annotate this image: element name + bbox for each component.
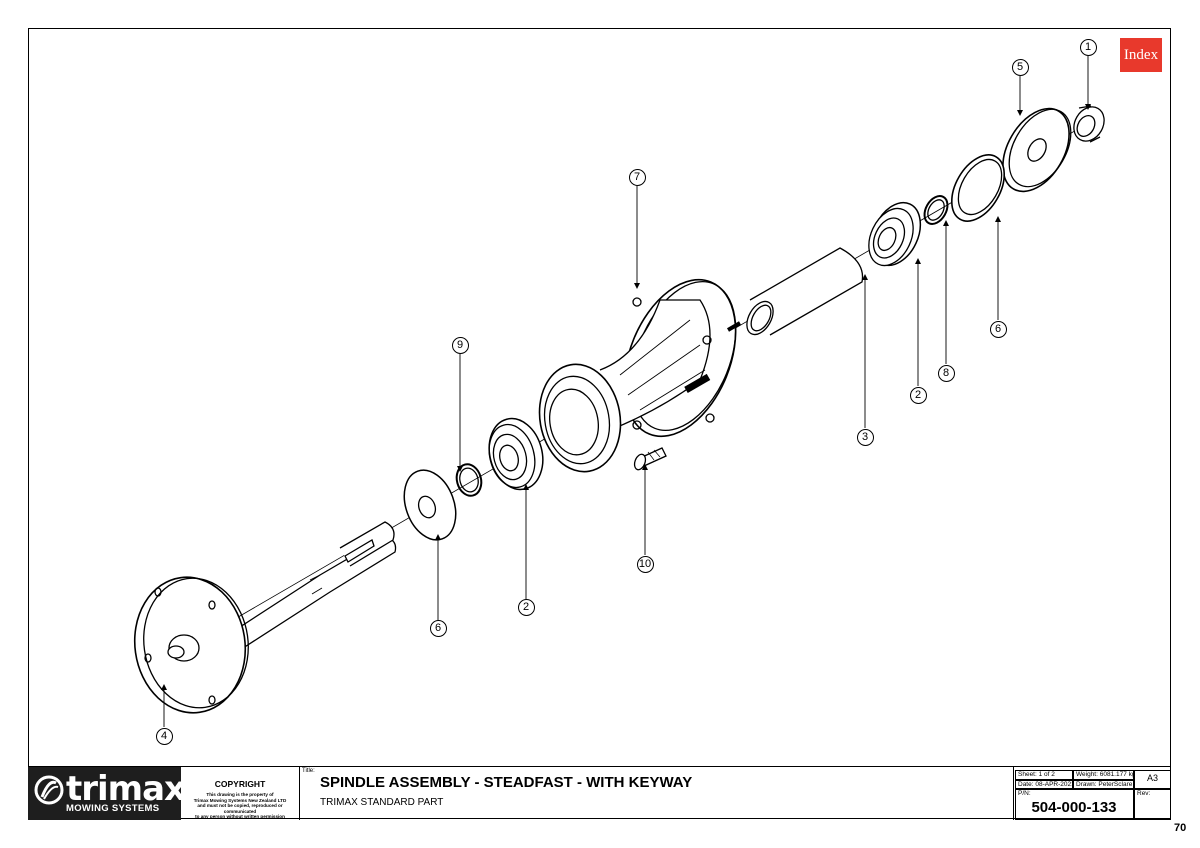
callout-c5: 5 <box>1011 58 1029 76</box>
pn-cell: P/N: <box>1015 789 1134 820</box>
copyright-line: to any person without written permission <box>195 814 285 820</box>
callout-c2a: 2 <box>909 386 927 404</box>
callout-c4: 4 <box>155 727 173 745</box>
size-cell <box>1134 770 1171 789</box>
logo-name: trimax <box>66 769 186 809</box>
drawing-subtitle: TRIMAX STANDARD PART <box>320 797 444 808</box>
drawing-info: Sheet: 1 of 2 Weight: 6081.177 kg Date: … <box>1014 767 1171 820</box>
logo-subtitle: MOWING SYSTEMS <box>66 803 160 814</box>
copyright-line: Trimax Mowing Systems New Zealand LTD <box>193 797 287 803</box>
part-5-plate <box>1002 107 1072 193</box>
part-6-washer-lower <box>403 469 457 541</box>
callout-c6a: 6 <box>989 320 1007 338</box>
trimax-logo: trimax MOWING SYSTEMS <box>28 767 186 820</box>
part-8-circlip <box>923 195 949 225</box>
page-number: 70 <box>1174 822 1187 834</box>
weight-cell: Weight: 6081.177 kg <box>1073 770 1134 780</box>
copyright-line: and must not be copied, reproduced or co… <box>197 803 283 814</box>
drawing-title: SPINDLE ASSEMBLY - STEADFAST - WITH KEYW… <box>320 774 693 791</box>
copyright-text: This drawing is the property of Trimax M… <box>181 792 299 820</box>
callout-c3: 3 <box>856 428 874 446</box>
copyright-block: COPYRIGHT This drawing is the property o… <box>181 767 299 820</box>
part-3-tube <box>746 247 864 336</box>
callout-c2b: 2 <box>517 598 535 616</box>
title-cell: Title: SPINDLE ASSEMBLY - STEADFAST - WI… <box>299 767 1014 820</box>
rev-label: Rev: <box>1137 790 1151 797</box>
date-cell: Date: 08-APR-2021 <box>1015 780 1073 789</box>
pn-label: P/N: <box>1018 790 1031 797</box>
part-9-circlip <box>455 463 483 497</box>
callout-c1: 1 <box>1079 38 1097 56</box>
leader-lines <box>163 56 1089 727</box>
sheet-size: A3 <box>1146 773 1158 783</box>
index-button[interactable]: Index <box>1120 38 1162 72</box>
callout-c10: 10 <box>636 555 654 573</box>
sheet-cell: Sheet: 1 of 2 <box>1015 770 1073 780</box>
part-2-bearing-upper <box>868 201 922 267</box>
part-4-shaft <box>133 521 397 714</box>
drawing-frame <box>28 28 1171 819</box>
callout-c7: 7 <box>628 168 646 186</box>
callout-c9: 9 <box>451 336 469 354</box>
part-number: 504-000-133 <box>1031 799 1117 816</box>
leader-arrowheads <box>161 104 1091 690</box>
copyright-line: This drawing is the property of <box>206 792 274 797</box>
callout-c8: 8 <box>937 364 955 382</box>
callout-c6b: 6 <box>429 619 447 637</box>
part-10-bolt <box>633 447 667 471</box>
part-6-ring-upper <box>950 154 1006 222</box>
part-1-nut <box>1073 105 1105 143</box>
drawn-cell: Drawn: PeterSclare <box>1073 780 1134 789</box>
rev-cell: Rev: <box>1134 789 1171 820</box>
part-7-housing <box>538 278 742 473</box>
trimax-logo-icon <box>34 775 64 805</box>
part-2-bearing-lower <box>488 417 544 491</box>
title-block: trimax MOWING SYSTEMS COPYRIGHT This dra… <box>28 766 1171 820</box>
copyright-title: COPYRIGHT <box>214 779 266 789</box>
title-label: Title: <box>302 768 315 774</box>
